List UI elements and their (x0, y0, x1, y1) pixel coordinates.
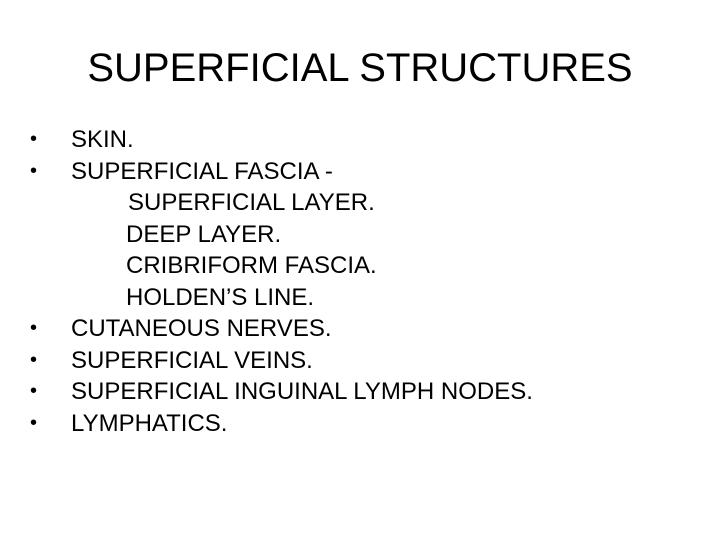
sub-list-item: DEEP LAYER. (30, 219, 710, 251)
list-item: • SUPERFICIAL INGUINAL LYMPH NODES. (30, 376, 710, 408)
bullet-icon: • (30, 128, 38, 150)
sub-list-item-text: SUPERFICIAL LAYER. (128, 189, 375, 216)
sub-list-item: HOLDEN’S LINE. (30, 282, 710, 314)
bullet-list: • SKIN. • SUPERFICIAL FASCIA - SUPERFICI… (30, 124, 710, 439)
list-item: • CUTANEOUS NERVES. (30, 313, 710, 345)
sub-list-item-text: CRIBRIFORM FASCIA. (126, 252, 377, 279)
list-item-text: SUPERFICIAL INGUINAL LYMPH NODES. (71, 378, 533, 405)
slide-title: SUPERFICIAL STRUCTURES (87, 46, 633, 90)
bullet-icon: • (30, 411, 38, 434)
bullet-icon: • (30, 348, 38, 371)
sub-list-item: CRIBRIFORM FASCIA. (30, 250, 710, 282)
bullet-icon: • (30, 380, 38, 402)
list-item: • SUPERFICIAL FASCIA - (30, 156, 710, 188)
bullet-icon: • (30, 317, 38, 339)
list-item-text: SUPERFICIAL VEINS. (71, 346, 313, 374)
list-item-text: CUTANEOUS NERVES. (71, 315, 332, 342)
sub-list-item: SUPERFICIAL LAYER. (30, 187, 710, 219)
list-item: • SUPERFICIAL VEINS. (30, 345, 710, 377)
sub-list-item-text: HOLDEN’S LINE. (126, 283, 315, 311)
bullet-icon: • (30, 159, 38, 182)
list-item-text: SKIN. (71, 126, 134, 153)
list-item: • LYMPHATICS. (30, 408, 710, 440)
list-item-text: LYMPHATICS. (71, 409, 228, 437)
sub-list-item-text: DEEP LAYER. (126, 220, 282, 248)
list-item-text: SUPERFICIAL FASCIA - (71, 157, 333, 185)
list-item: • SKIN. (30, 124, 710, 156)
